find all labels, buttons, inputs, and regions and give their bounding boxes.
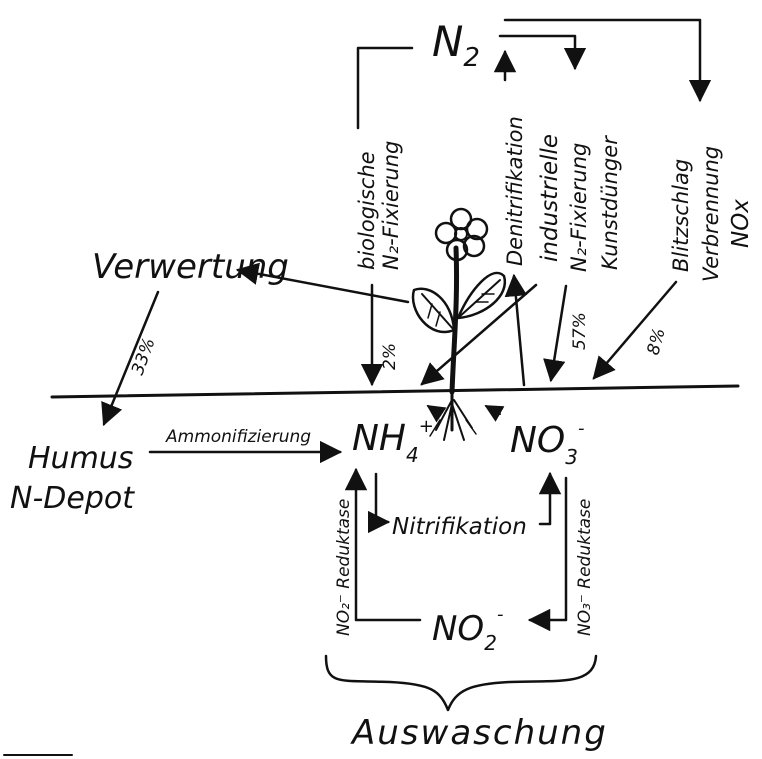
nitrification-label: Nitrifikation: [392, 514, 527, 540]
n2-to-bio-fixation-line: [356, 46, 414, 130]
auswaschung-label: Auswaschung: [350, 713, 608, 753]
n2-label: N2: [432, 17, 480, 73]
diagonal-to-nh4-arrow: [420, 283, 538, 386]
lightning-label-2: Verbrennung: [699, 146, 723, 282]
soil-surface-line: [50, 384, 740, 399]
verwertung-label: Verwertung: [92, 247, 289, 287]
nh4-uptake-arrow: [426, 405, 447, 423]
no3-reductase-label: NO₃⁻ Reduktase: [575, 499, 595, 636]
industrial-label-2: N₂-Fixierung: [567, 143, 591, 272]
plant-to-verwertung-arrow: [235, 262, 410, 304]
no3-uptake-arrow: [484, 405, 505, 422]
plant-icon: [411, 207, 507, 441]
bio-fixation-percent: 2%: [380, 343, 400, 370]
verwertung-to-humus-arrow: [101, 290, 160, 427]
no2-reductase-label: NO₂⁻ Reduktase: [334, 499, 354, 636]
nh4-label: NH4+: [352, 416, 434, 467]
n2-to-lightning-arrow: [503, 18, 712, 103]
no2-label: NO2-: [432, 604, 503, 655]
industrial-label-3: Kunstdünger: [598, 135, 622, 270]
lightning-label-3: NOx: [728, 199, 754, 248]
lightning-percent: 8%: [644, 326, 670, 357]
bio-fixation-label-2: N₂-Fixierung: [379, 141, 403, 270]
lightning-label-1: Blitzschlag: [669, 159, 693, 272]
industrial-label-1: industrielle: [537, 134, 563, 262]
denitrification-label: Denitrifikation: [503, 116, 527, 266]
industrial-to-soil-arrow: [543, 284, 568, 383]
n2-to-industrial-arrow: [498, 34, 587, 71]
nh4-nitrification-start-arrow: [367, 472, 391, 534]
no3-reductase-arrow: [527, 476, 568, 632]
industrial-percent: 57%: [570, 312, 590, 350]
leaching-brace: [324, 654, 598, 712]
nitrification-to-no3-arrow: [538, 471, 562, 526]
n-depot-label: N-Depot: [10, 481, 135, 516]
humus-label: Humus: [28, 441, 133, 476]
lightning-to-soil-arrow: [592, 280, 678, 380]
no2-reductase-arrow: [344, 467, 422, 622]
bio-fixation-label-1: biologische: [355, 151, 379, 270]
no3-label: NO3-: [510, 418, 585, 469]
no3-to-denitrification-arrow: [504, 273, 528, 387]
ammonification-label: Ammonifizierung: [165, 427, 311, 447]
